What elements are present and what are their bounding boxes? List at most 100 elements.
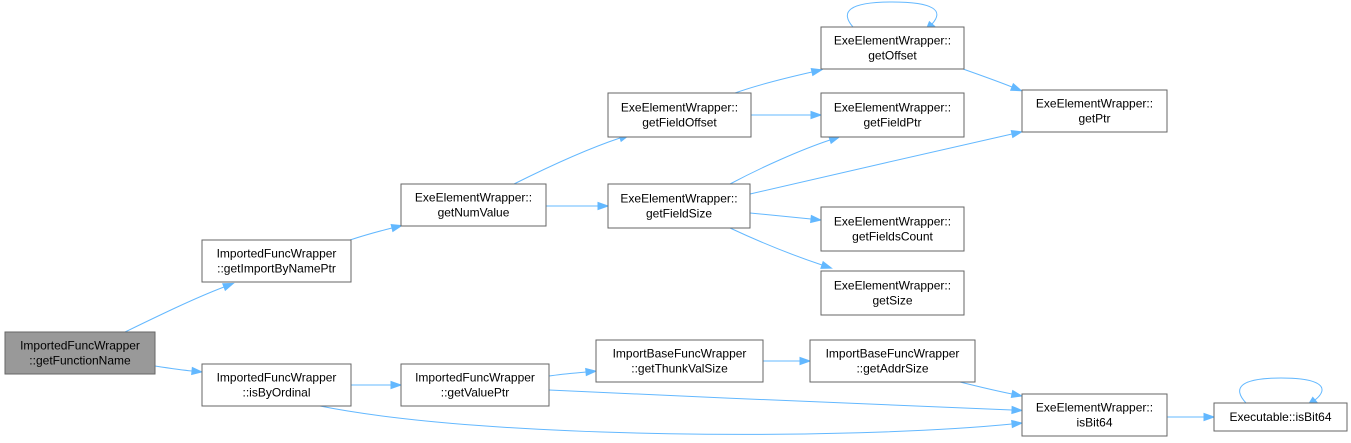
node-getPtr[interactable]: ExeElementWrapper::getPtr: [1021, 89, 1168, 133]
node-label-line: ::getFunctionName: [29, 354, 131, 368]
node-getOffset[interactable]: ExeElementWrapper::getOffset: [820, 26, 965, 70]
edge-getFieldSize-to-getFieldPtr: [729, 136, 841, 185]
node-label-line: ExeElementWrapper::: [834, 279, 951, 293]
node-label-line: ImportedFuncWrapper: [217, 371, 337, 385]
node-box: [820, 270, 965, 316]
edge-getThunkValSize-to-getAddrSize: [763, 356, 812, 366]
node-box: [809, 339, 976, 383]
edge-getFieldOffset-to-getOffset: [734, 68, 824, 94]
edge-arrowhead: [810, 110, 823, 120]
edge-arrowhead: [810, 68, 824, 77]
edge-line: [749, 212, 812, 220]
edge-arrowhead: [1011, 405, 1024, 415]
node-label-line: getNumValue: [438, 206, 510, 220]
edge-line: [847, 1, 938, 28]
node-getFieldSize[interactable]: ExeElementWrapper::getFieldSize: [607, 183, 751, 229]
node-label-line: ExeElementWrapper::: [621, 101, 738, 115]
node-getSize[interactable]: ExeElementWrapper::getSize: [820, 270, 965, 316]
node-getImportByNamePtr[interactable]: ImportedFuncWrapper::getImportByNamePtr: [201, 239, 352, 283]
node-isByOrdinal[interactable]: ImportedFuncWrapper::isByOrdinal: [201, 363, 352, 407]
edge-arrowhead: [222, 282, 235, 292]
edge-arrowhead: [597, 201, 610, 211]
edge-getNumValue-to-getFieldOffset: [513, 134, 631, 185]
edge-line: [959, 381, 1013, 395]
node-label-line: isBit64: [1076, 416, 1112, 430]
edge-getNumValue-to-getFieldSize: [546, 201, 610, 211]
edge-getOffset-to-getPtr: [962, 68, 1023, 92]
node-label-line: ExeElementWrapper::: [415, 191, 532, 205]
edge-getValuePtr-to-getThunkValSize: [548, 367, 598, 377]
node-label-line: ExeElementWrapper::: [834, 101, 951, 115]
node-getFieldPtr[interactable]: ExeElementWrapper::getFieldPtr: [820, 92, 965, 138]
edge-arrowhead: [799, 356, 812, 366]
edge-line: [729, 139, 831, 185]
edge-line: [548, 389, 1013, 411]
edge-line: [124, 286, 225, 333]
edge-arrowhead: [390, 380, 403, 390]
node-box: [201, 363, 352, 407]
node-label-line: ImportedFuncWrapper: [415, 371, 535, 385]
node-root[interactable]: ImportedFuncWrapper::getFunctionName: [4, 331, 156, 375]
edge-getFieldSize-to-getSize: [729, 227, 833, 269]
node-box: [820, 92, 965, 138]
node-getValuePtr[interactable]: ImportedFuncWrapper::getValuePtr: [400, 363, 550, 407]
edge-line: [154, 365, 193, 372]
node-label-line: getPtr: [1078, 112, 1110, 126]
node-getFieldsCount[interactable]: ExeElementWrapper::getFieldsCount: [820, 206, 965, 252]
edge-line: [1239, 377, 1323, 404]
edge-arrowhead: [1009, 82, 1023, 92]
node-label-line: ImportBaseFuncWrapper: [613, 347, 747, 361]
edge-getImportByNamePtr-to-getNumValue: [349, 224, 404, 241]
node-getAddrSize[interactable]: ImportBaseFuncWrapper::getAddrSize: [809, 339, 976, 383]
edge-line: [749, 133, 1013, 195]
node-label-line: ImportBaseFuncWrapper: [826, 347, 960, 361]
node-label-line: getFieldsCount: [852, 230, 933, 244]
node-box: [1021, 89, 1168, 133]
node-getNumValue[interactable]: ExeElementWrapper::getNumValue: [400, 183, 547, 227]
edge-line: [962, 68, 1013, 88]
edge-arrowhead: [1010, 389, 1024, 399]
edge-arrowhead: [1010, 130, 1024, 139]
edge-isByOrdinal-to-isBit64Wrapper: [319, 405, 1024, 435]
edge-line: [513, 137, 621, 185]
edge-line: [734, 71, 813, 94]
node-label-line: getSize: [872, 294, 912, 308]
node-box: [595, 339, 764, 383]
node-getThunkValSize[interactable]: ImportBaseFuncWrapper::getThunkValSize: [595, 339, 764, 383]
edge-line: [548, 371, 587, 377]
node-label-line: getFieldOffset: [642, 116, 717, 130]
node-box: [1021, 393, 1168, 437]
node-label-line: ::getThunkValSize: [631, 362, 728, 376]
node-isBit64Wrapper[interactable]: ExeElementWrapper::isBit64: [1021, 393, 1168, 437]
node-executableIsBit64[interactable]: Executable::isBit64: [1213, 402, 1348, 432]
edge-getFieldOffset-to-getFieldPtr: [750, 110, 823, 120]
node-label-line: ExeElementWrapper::: [834, 34, 951, 48]
edge-root-to-getImportByNamePtr: [124, 282, 235, 333]
node-label-line: ExeElementWrapper::: [834, 215, 951, 229]
node-label-line: ImportedFuncWrapper: [20, 339, 140, 353]
edge-getFieldSize-to-getFieldsCount: [749, 212, 823, 224]
node-box: [1213, 402, 1348, 432]
edge-executableIsBit64-to-executableIsBit64: [1239, 377, 1323, 408]
node-box: [400, 183, 547, 227]
node-box: [607, 183, 751, 229]
edge-getAddrSize-to-isBit64Wrapper: [959, 381, 1024, 399]
node-box: [820, 206, 965, 252]
node-box: [4, 331, 156, 375]
edge-isByOrdinal-to-getValuePtr: [351, 380, 403, 390]
edge-root-to-isByOrdinal: [154, 365, 204, 376]
node-box: [400, 363, 550, 407]
node-label-line: getOffset: [868, 49, 917, 63]
node-label-line: Executable::isBit64: [1229, 410, 1331, 424]
edge-isBit64Wrapper-to-executableIsBit64: [1166, 412, 1216, 422]
node-box: [607, 92, 752, 138]
edge-arrowhead: [1011, 419, 1024, 429]
node-label-line: ::getAddrSize: [856, 362, 928, 376]
edge-line: [319, 405, 1013, 435]
node-label-line: ::getValuePtr: [441, 386, 509, 400]
edge-getValuePtr-to-isBit64Wrapper: [548, 389, 1024, 415]
node-getFieldOffset[interactable]: ExeElementWrapper::getFieldOffset: [607, 92, 752, 138]
node-label-line: ExeElementWrapper::: [620, 192, 737, 206]
edge-arrowhead: [390, 224, 404, 233]
